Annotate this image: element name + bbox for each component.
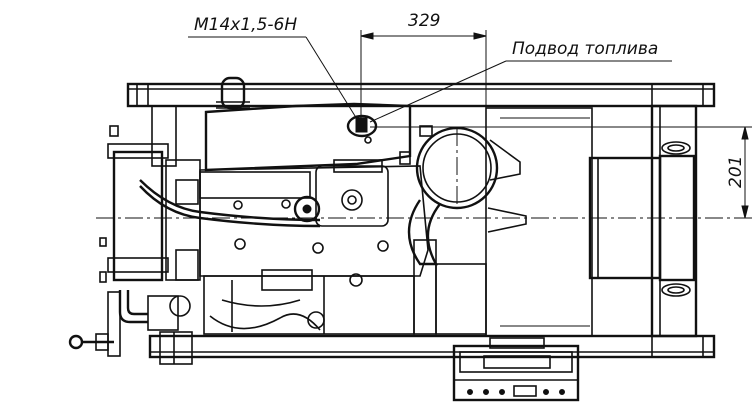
control-box <box>452 337 580 402</box>
dimension-329: 329 <box>360 11 487 128</box>
dim-201-text: 201 <box>726 156 746 188</box>
engine-block <box>199 102 429 277</box>
turbocharger <box>407 126 527 335</box>
starter-wiring <box>203 269 415 335</box>
dimension-201: 201 <box>370 126 752 219</box>
lower-pipework <box>68 290 193 365</box>
dim-329-text: 329 <box>408 11 440 31</box>
thread-label: M14x1,5-6H <box>194 15 297 35</box>
frame-bolts <box>99 125 433 283</box>
fuel-supply-label: Подвод топлива <box>512 39 658 59</box>
generator-body <box>485 107 696 337</box>
thread-callout: M14x1,5-6H <box>188 15 361 125</box>
base-frame <box>126 82 716 359</box>
radiator-assembly <box>107 105 321 282</box>
filler-cap <box>216 76 250 110</box>
fuel-fitting <box>346 114 378 144</box>
fuel-supply-callout: Подвод топлива <box>369 39 672 123</box>
